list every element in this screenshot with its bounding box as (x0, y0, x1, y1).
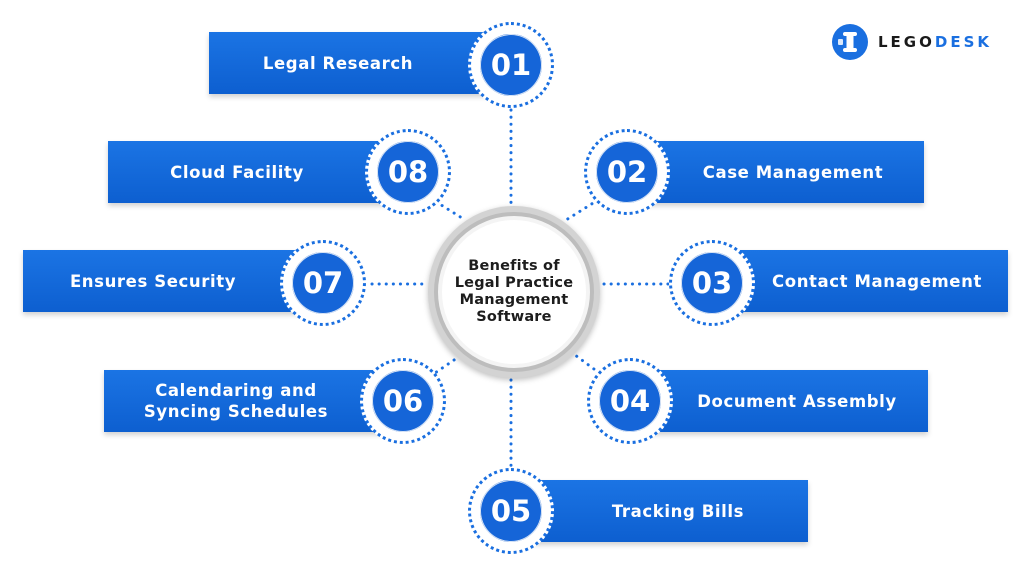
benefit-02-label: Case Management (702, 162, 884, 182)
benefit-06-badge: 06 (360, 358, 446, 444)
connector-02 (564, 198, 600, 222)
benefit-05-number: 05 (477, 477, 545, 545)
benefit-02-badge: 02 (584, 129, 670, 215)
hub-line-2: Legal Practice (454, 275, 574, 291)
benefit-08-banner: Cloud Facility (108, 141, 392, 203)
hub-line-3: Management (459, 292, 569, 308)
benefit-04-label: Document Assembly (697, 391, 897, 411)
benefit-03-banner: Contact Management (720, 250, 1008, 312)
benefit-08-badge: 08 (365, 129, 451, 215)
connector-06 (430, 354, 462, 377)
benefit-06-banner: Calendaring and Syncing Schedules (104, 370, 394, 432)
benefit-07-number: 07 (289, 249, 357, 317)
central-hub-title: Benefits of Legal Practice Management So… (449, 258, 579, 326)
benefit-04-badge: 04 (587, 358, 673, 444)
benefit-04-banner: Document Assembly (640, 370, 928, 432)
logo-wordmark: LEGODESK (878, 33, 992, 51)
central-hub: Benefits of Legal Practice Management So… (428, 206, 600, 378)
benefit-08-label: Cloud Facility (170, 162, 304, 182)
legodesk-logo: LEGODESK (832, 22, 992, 62)
connector-04 (569, 350, 600, 374)
benefit-07-badge: 07 (280, 240, 366, 326)
benefit-01-banner: Legal Research (209, 32, 493, 94)
benefit-06-label-line1: Calendaring and (155, 381, 317, 400)
benefit-07-label: Ensures Security (69, 271, 237, 291)
benefit-08-number: 08 (374, 138, 442, 206)
logo-text-part2: DESK (934, 33, 992, 51)
benefit-05-badge: 05 (468, 468, 554, 554)
benefit-07-banner: Ensures Security (23, 250, 309, 312)
benefit-03-label: Contact Management (772, 271, 982, 291)
hub-line-4: Software (476, 309, 552, 325)
benefit-02-banner: Case Management (636, 141, 924, 203)
benefit-05-label: Tracking Bills (611, 501, 745, 521)
benefit-06-label-line2: Syncing Schedules (143, 402, 329, 421)
benefit-04-number: 04 (596, 367, 664, 435)
logo-text-part1: LEGO (878, 33, 935, 51)
benefit-03-badge: 03 (669, 240, 755, 326)
benefit-01-label: Legal Research (262, 53, 414, 73)
benefit-02-number: 02 (593, 138, 661, 206)
benefit-05-banner: Tracking Bills (522, 480, 808, 542)
benefit-06-number: 06 (369, 367, 437, 435)
benefit-01-number: 01 (477, 31, 545, 99)
hub-line-1: Benefits of (468, 258, 560, 274)
benefit-01-badge: 01 (468, 22, 554, 108)
central-hub-face: Benefits of Legal Practice Management So… (442, 220, 586, 364)
benefit-03-number: 03 (678, 249, 746, 317)
legodesk-mark-icon (832, 24, 868, 60)
